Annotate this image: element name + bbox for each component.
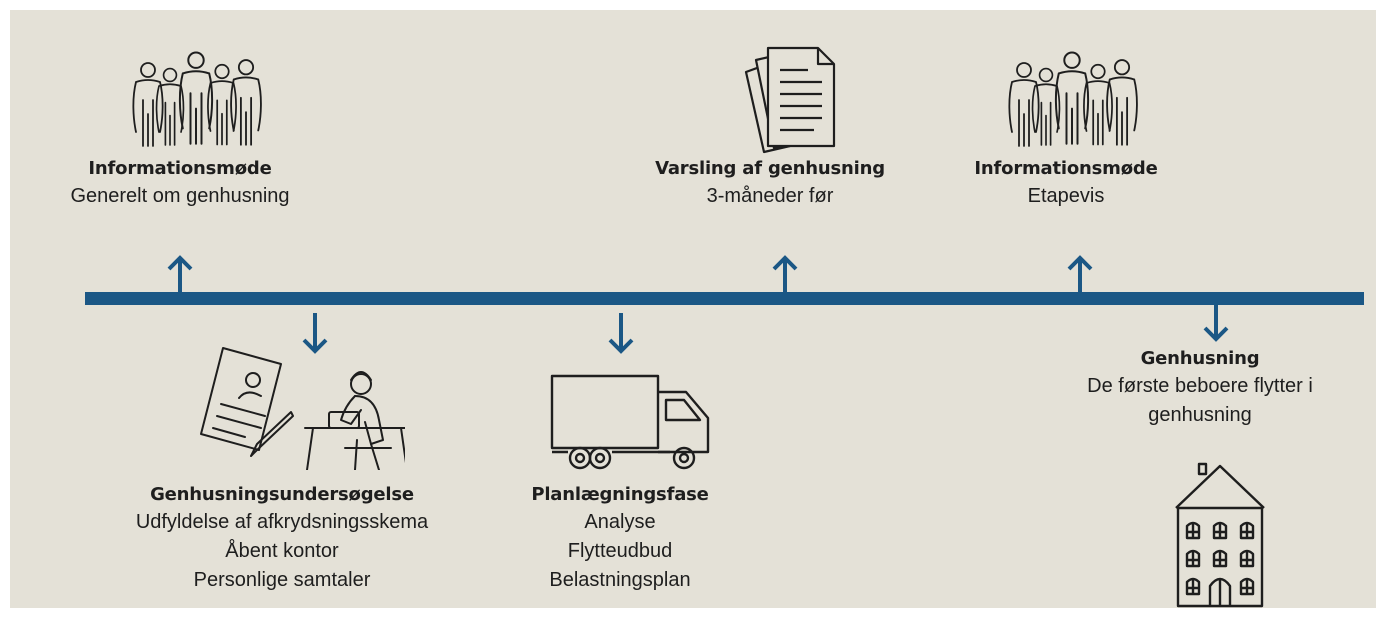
event-detail: Generelt om genhusning: [70, 185, 290, 207]
event-title: Planlægningsfase: [531, 484, 709, 505]
event-detail: Åbent kontor: [225, 540, 339, 562]
event-detail: Analyse: [584, 511, 656, 533]
people-group-icon: [128, 46, 268, 152]
event-detail: Belastningsplan: [549, 569, 691, 591]
documents-icon: [738, 42, 842, 156]
event-detail: Flytteudbud: [567, 540, 673, 562]
timeline-panel: Informationsmøde Generelt om genhusning …: [10, 10, 1376, 608]
arrow-down-icon: [1203, 301, 1229, 342]
arrow-up-icon: [1067, 255, 1093, 294]
event-varsling-af-genhusning: Varsling af genhusning 3-måneder før: [650, 156, 890, 211]
event-title: Informationsmøde: [974, 158, 1158, 179]
event-detail: De første beboere flytter i: [1087, 375, 1313, 397]
arrow-down-icon: [608, 313, 634, 354]
arrow-up-icon: [167, 255, 193, 294]
moving-truck-icon: [550, 372, 712, 472]
event-informationsmode-etapevis: Informationsmøde Etapevis: [966, 156, 1166, 211]
people-group-icon: [1004, 46, 1144, 152]
arrow-down-icon: [302, 313, 328, 354]
event-genhusning: Genhusning De første beboere flytter i g…: [1050, 346, 1350, 430]
event-detail: Udfyldelse af afkrydsningsskema: [135, 511, 429, 533]
event-title: Genhusning: [1140, 348, 1260, 369]
event-informationsmode-generelt: Informationsmøde Generelt om genhusning: [70, 156, 290, 211]
apartment-building-icon: [1172, 462, 1268, 608]
event-title: Genhusningsundersøgelse: [150, 484, 414, 505]
event-detail: 3-måneder før: [706, 185, 834, 207]
event-title: Varsling af genhusning: [655, 158, 885, 179]
event-genhusningsundersogelse: Genhusningsundersøgelse Udfyldelse af af…: [112, 482, 452, 595]
arrow-up-icon: [772, 255, 798, 294]
survey-form-icon: [195, 340, 405, 470]
event-planlaegningsfase: Planlægningsfase Analyse Flytteudbud Bel…: [520, 482, 720, 595]
event-detail: genhusning: [1148, 404, 1252, 426]
event-detail: Etapevis: [1027, 185, 1105, 207]
event-title: Informationsmøde: [88, 158, 272, 179]
event-detail: Personlige samtaler: [193, 569, 371, 591]
timeline-bar: [85, 292, 1364, 305]
